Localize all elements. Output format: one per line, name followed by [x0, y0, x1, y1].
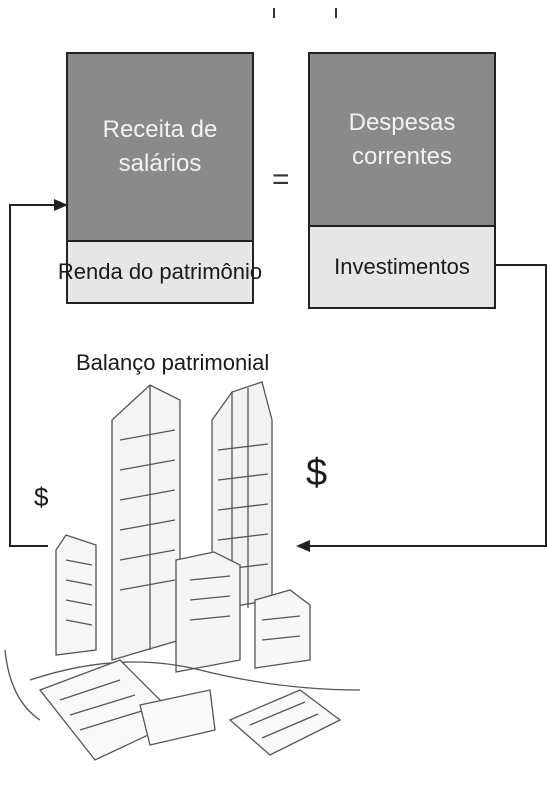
flow-arrow-investimentos-to-renda [306, 264, 547, 547]
right-dollar-label: $ [306, 452, 328, 494]
balanco-patrimonial-caption: Balanço patrimonial [76, 350, 270, 375]
city-skyline-illustration [4, 381, 361, 761]
receita-de-salarios-box: Receita de salários [66, 52, 254, 242]
arrow-head-icon [296, 540, 310, 552]
despesas-correntes-box: Despesas correntes [308, 52, 496, 227]
arrow-head-icon [54, 199, 68, 211]
top-tick-mark [273, 8, 275, 18]
top-tick-mark [335, 8, 337, 18]
renda-do-patrimonio-box: Renda do patrimônio [58, 240, 262, 304]
flow-arrow-patrimonio-to-receita [9, 204, 58, 547]
equals-sign: = [272, 163, 290, 196]
left-dollar-label: $ [34, 482, 49, 512]
investimentos-box: Investimentos [308, 225, 496, 309]
